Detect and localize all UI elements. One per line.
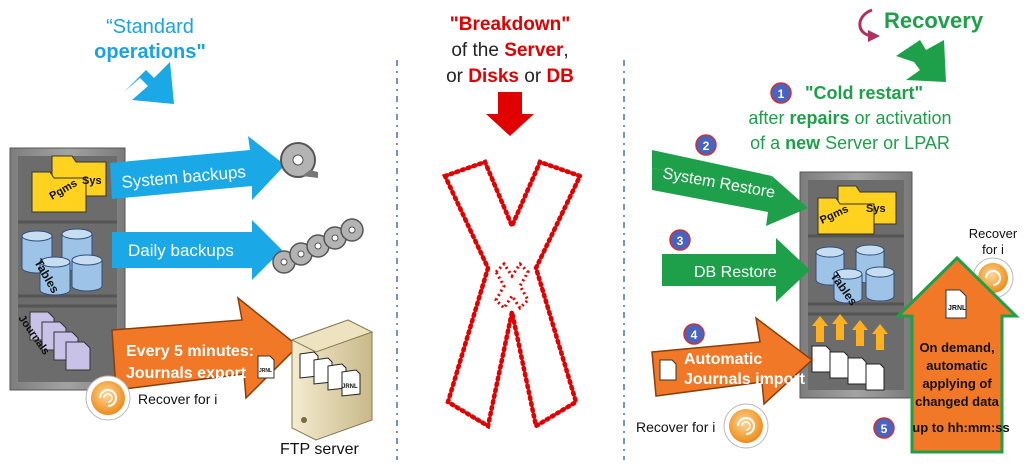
breakdown-line2: of the Server, bbox=[451, 40, 568, 61]
db-restore-label: DB Restore bbox=[694, 264, 777, 281]
step-badge-1: 1 bbox=[770, 82, 792, 104]
right-journal-document-icon bbox=[811, 345, 885, 391]
system-tape-reel-icon bbox=[280, 142, 318, 178]
daily-tape-reels-icon bbox=[272, 218, 364, 274]
svg-text:4: 4 bbox=[691, 328, 698, 342]
ftp-doc-label: JRNL bbox=[342, 384, 358, 390]
svg-text:1: 1 bbox=[778, 87, 785, 101]
on-demand-line5: up to hh:mm:ss bbox=[912, 420, 1010, 435]
ftp-server-icon: JRNL bbox=[290, 319, 374, 441]
on-demand-up-arrow: JRNL On demand, automatic applying of ch… bbox=[894, 255, 1020, 454]
recover-for-i-top-line2: for i bbox=[982, 242, 1004, 257]
on-demand-line3: applying of bbox=[922, 376, 992, 391]
step-badge-3: 3 bbox=[669, 229, 691, 251]
system-backups-arrow: System backups bbox=[110, 136, 285, 200]
on-demand-line1: On demand, bbox=[919, 340, 994, 355]
recover-for-i-bottom: Recover for i bbox=[636, 419, 715, 435]
x-mark-icon bbox=[441, 159, 584, 430]
breakdown-down-arrow bbox=[486, 92, 534, 136]
recovery-title: Recovery bbox=[884, 8, 984, 33]
journals-export-line2: Journals export bbox=[126, 365, 247, 382]
step-badge-4: 4 bbox=[683, 323, 705, 345]
breakdown-line3: or Disks or DB bbox=[446, 66, 574, 87]
journals-export-arrow: Every 5 minutes: Journals export JRNL bbox=[111, 296, 300, 400]
right-sys-label: Sys bbox=[866, 203, 886, 215]
journals-import-line2: Journals import bbox=[684, 371, 806, 388]
daily-backups-label: Daily backups bbox=[128, 241, 234, 260]
svg-text:2: 2 bbox=[703, 139, 710, 153]
on-demand-line4: changed data bbox=[915, 394, 1000, 409]
right-database-cylinder-icon: Tables bbox=[815, 244, 895, 308]
journals-import-line1: Automatic bbox=[684, 351, 762, 368]
journals-export-doc-label: JRNL bbox=[259, 368, 272, 374]
standard-title-line1: “Standard bbox=[106, 16, 194, 38]
after-repairs-line: after repairs or activation bbox=[748, 108, 951, 128]
system-restore-arrow: System Restore bbox=[652, 150, 808, 226]
step-badge-2: 2 bbox=[695, 134, 717, 156]
new-server-line: of a new Server or LPAR bbox=[750, 133, 950, 153]
recover-for-i-left: Recover for i bbox=[138, 391, 217, 407]
db-restore-arrow: DB Restore bbox=[662, 238, 810, 302]
journals-import-arrow: Automatic Journals import bbox=[651, 316, 814, 406]
svg-text:3: 3 bbox=[677, 234, 684, 248]
curved-arrow-head bbox=[868, 30, 880, 42]
recover-for-i-top-line1: Recover bbox=[969, 226, 1018, 241]
standard-title-line2: operations" bbox=[94, 41, 206, 63]
svg-text:5: 5 bbox=[881, 422, 888, 436]
step-badge-5: 5 bbox=[873, 417, 895, 439]
left-sys-label: Sys bbox=[82, 175, 102, 187]
cold-restart-label: "Cold restart" bbox=[805, 83, 923, 103]
breakdown-line1: "Breakdown" bbox=[450, 14, 570, 35]
journal-apply-arrows bbox=[812, 314, 888, 350]
ftp-server-label: FTP server bbox=[280, 441, 360, 458]
daily-backups-arrow: Daily backups bbox=[112, 220, 282, 280]
right-folder-icon: Sys Pgms bbox=[817, 185, 897, 235]
recover-logo-icon bbox=[85, 375, 131, 421]
recovery-down-arrow bbox=[896, 40, 946, 82]
on-demand-line2: automatic bbox=[926, 358, 987, 373]
on-demand-doc-label: JRNL bbox=[948, 305, 967, 312]
journals-export-line1: Every 5 minutes: bbox=[126, 343, 254, 360]
standard-down-arrow bbox=[124, 62, 174, 104]
recover-logo-bottom-icon bbox=[723, 403, 769, 449]
left-folder-icon: Sys Pgms bbox=[31, 155, 107, 213]
